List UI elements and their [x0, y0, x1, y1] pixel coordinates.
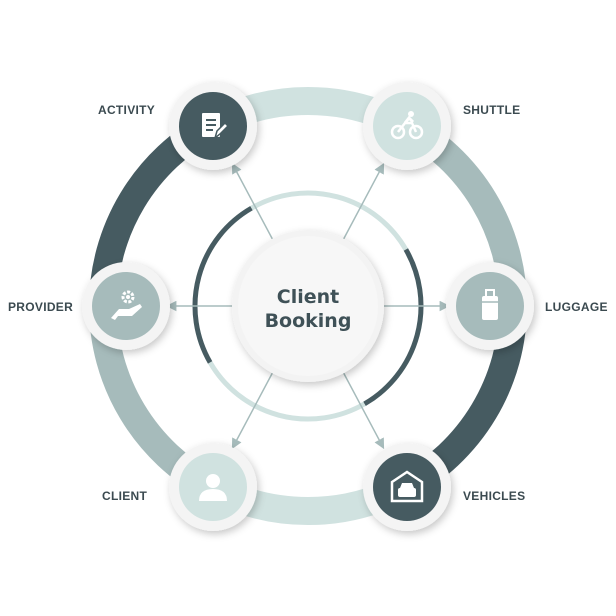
center-title-line2: Booking: [265, 310, 352, 332]
center-title-line1: Client: [277, 286, 339, 308]
user-icon: [199, 474, 227, 501]
inner-ring-arc: [192, 205, 253, 364]
inner-ring-arc: [207, 361, 366, 422]
garage-car-icon: [390, 470, 424, 503]
inner-ring: [192, 190, 424, 422]
node-label: ACTIVITY: [98, 103, 155, 117]
node-badge: [92, 272, 160, 340]
node-badge: [373, 92, 441, 160]
node-activity: ACTIVITY: [98, 82, 257, 170]
node-label: SHUTTLE: [463, 103, 520, 117]
bicycle-icon: [390, 111, 424, 140]
arrow: [343, 162, 385, 240]
node-label: LUGGAGE: [545, 300, 608, 314]
node-vehicles: VEHICLES: [363, 443, 525, 531]
arrow: [231, 372, 273, 450]
node-label: CLIENT: [102, 489, 147, 503]
node-luggage: LUGGAGE: [446, 262, 608, 350]
node-provider: PROVIDER: [8, 262, 170, 350]
inner-ring-arc: [363, 248, 424, 407]
document-edit-icon: [202, 113, 230, 141]
hand-gear-icon: [111, 290, 142, 320]
arrow: [231, 162, 273, 240]
node-label: VEHICLES: [463, 489, 525, 503]
node-label: PROVIDER: [8, 300, 73, 314]
node-shuttle: SHUTTLE: [363, 82, 520, 170]
arrow: [343, 372, 385, 450]
node-client: CLIENT: [102, 443, 257, 531]
inner-ring-arc: [250, 190, 409, 251]
suitcase-icon: [482, 289, 498, 320]
connector-arrows: [165, 162, 451, 450]
center-hub: Client Booking: [232, 230, 384, 382]
